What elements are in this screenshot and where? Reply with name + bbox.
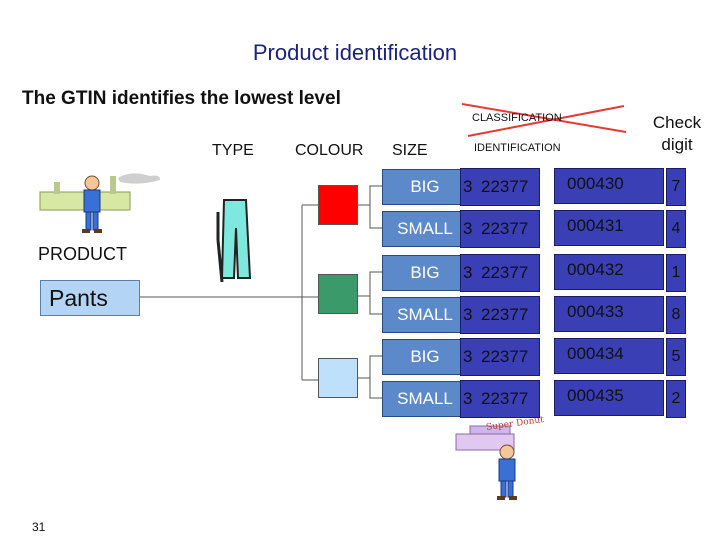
classification-box: 3 22377 [460, 296, 540, 334]
check-digit-box: 4 [666, 210, 686, 248]
item-reference-box: 000435 [554, 380, 664, 416]
header-classification: CLASSIFICATION [472, 112, 562, 124]
product-pants-box: Pants [40, 280, 140, 316]
company-prefix: 22377 [481, 305, 529, 324]
header-size: SIZE [392, 142, 428, 159]
gs1-prefix: 3 [463, 219, 473, 238]
gs1-prefix: 3 [463, 389, 473, 408]
manufacturer-person-icon [82, 175, 102, 233]
colour-swatch-green [318, 274, 358, 314]
item-reference-box: 000433 [554, 296, 664, 332]
item-reference-box: 000432 [554, 254, 664, 290]
classification-box: 3 22377 [460, 254, 540, 292]
slide-subtitle: The GTIN identifies the lowest level [22, 88, 341, 109]
item-reference-box: 000430 [554, 168, 664, 204]
company-prefix: 22377 [481, 263, 529, 282]
store-icon [455, 425, 515, 451]
item-reference-box: 000431 [554, 210, 664, 246]
size-box: SMALL [382, 381, 468, 417]
size-box: SMALL [382, 211, 468, 247]
classification-box: 3 22377 [460, 338, 540, 376]
company-prefix: 22377 [481, 347, 529, 366]
size-box: SMALL [382, 297, 468, 333]
gs1-prefix: 3 [463, 305, 473, 324]
classification-box: 3 22377 [460, 168, 540, 206]
size-box: BIG [382, 255, 468, 291]
header-identification: IDENTIFICATION [474, 142, 561, 154]
item-reference-box: 000434 [554, 338, 664, 374]
size-box: BIG [382, 169, 468, 205]
gs1-prefix: 3 [463, 347, 473, 366]
retailer-person-icon [497, 444, 517, 500]
product-label: PRODUCT [38, 244, 127, 264]
check-digit-box: 1 [666, 254, 686, 292]
size-box: BIG [382, 339, 468, 375]
check-digit-box: 8 [666, 296, 686, 334]
classification-box: 3 22377 [460, 210, 540, 248]
check-digit-box: 5 [666, 338, 686, 376]
company-prefix: 22377 [481, 389, 529, 408]
header-type: TYPE [212, 142, 254, 159]
colour-swatch-light-blue [318, 358, 358, 398]
classification-cross-icon [461, 103, 627, 137]
gs1-prefix: 3 [463, 263, 473, 282]
check-digit-box: 2 [666, 380, 686, 418]
page-number: 31 [32, 520, 46, 534]
header-colour: COLOUR [295, 142, 364, 159]
colour-swatch-red [318, 185, 358, 225]
company-prefix: 22377 [481, 177, 529, 196]
company-prefix: 22377 [481, 219, 529, 238]
slide-title: Product identification [252, 40, 458, 65]
size-brackets [358, 185, 382, 399]
gs1-prefix: 3 [463, 177, 473, 196]
pants-icon [216, 199, 252, 283]
header-check-digit: Check digit [652, 113, 702, 154]
classification-box: 3 22377 [460, 380, 540, 418]
check-digit-box: 7 [666, 168, 686, 206]
